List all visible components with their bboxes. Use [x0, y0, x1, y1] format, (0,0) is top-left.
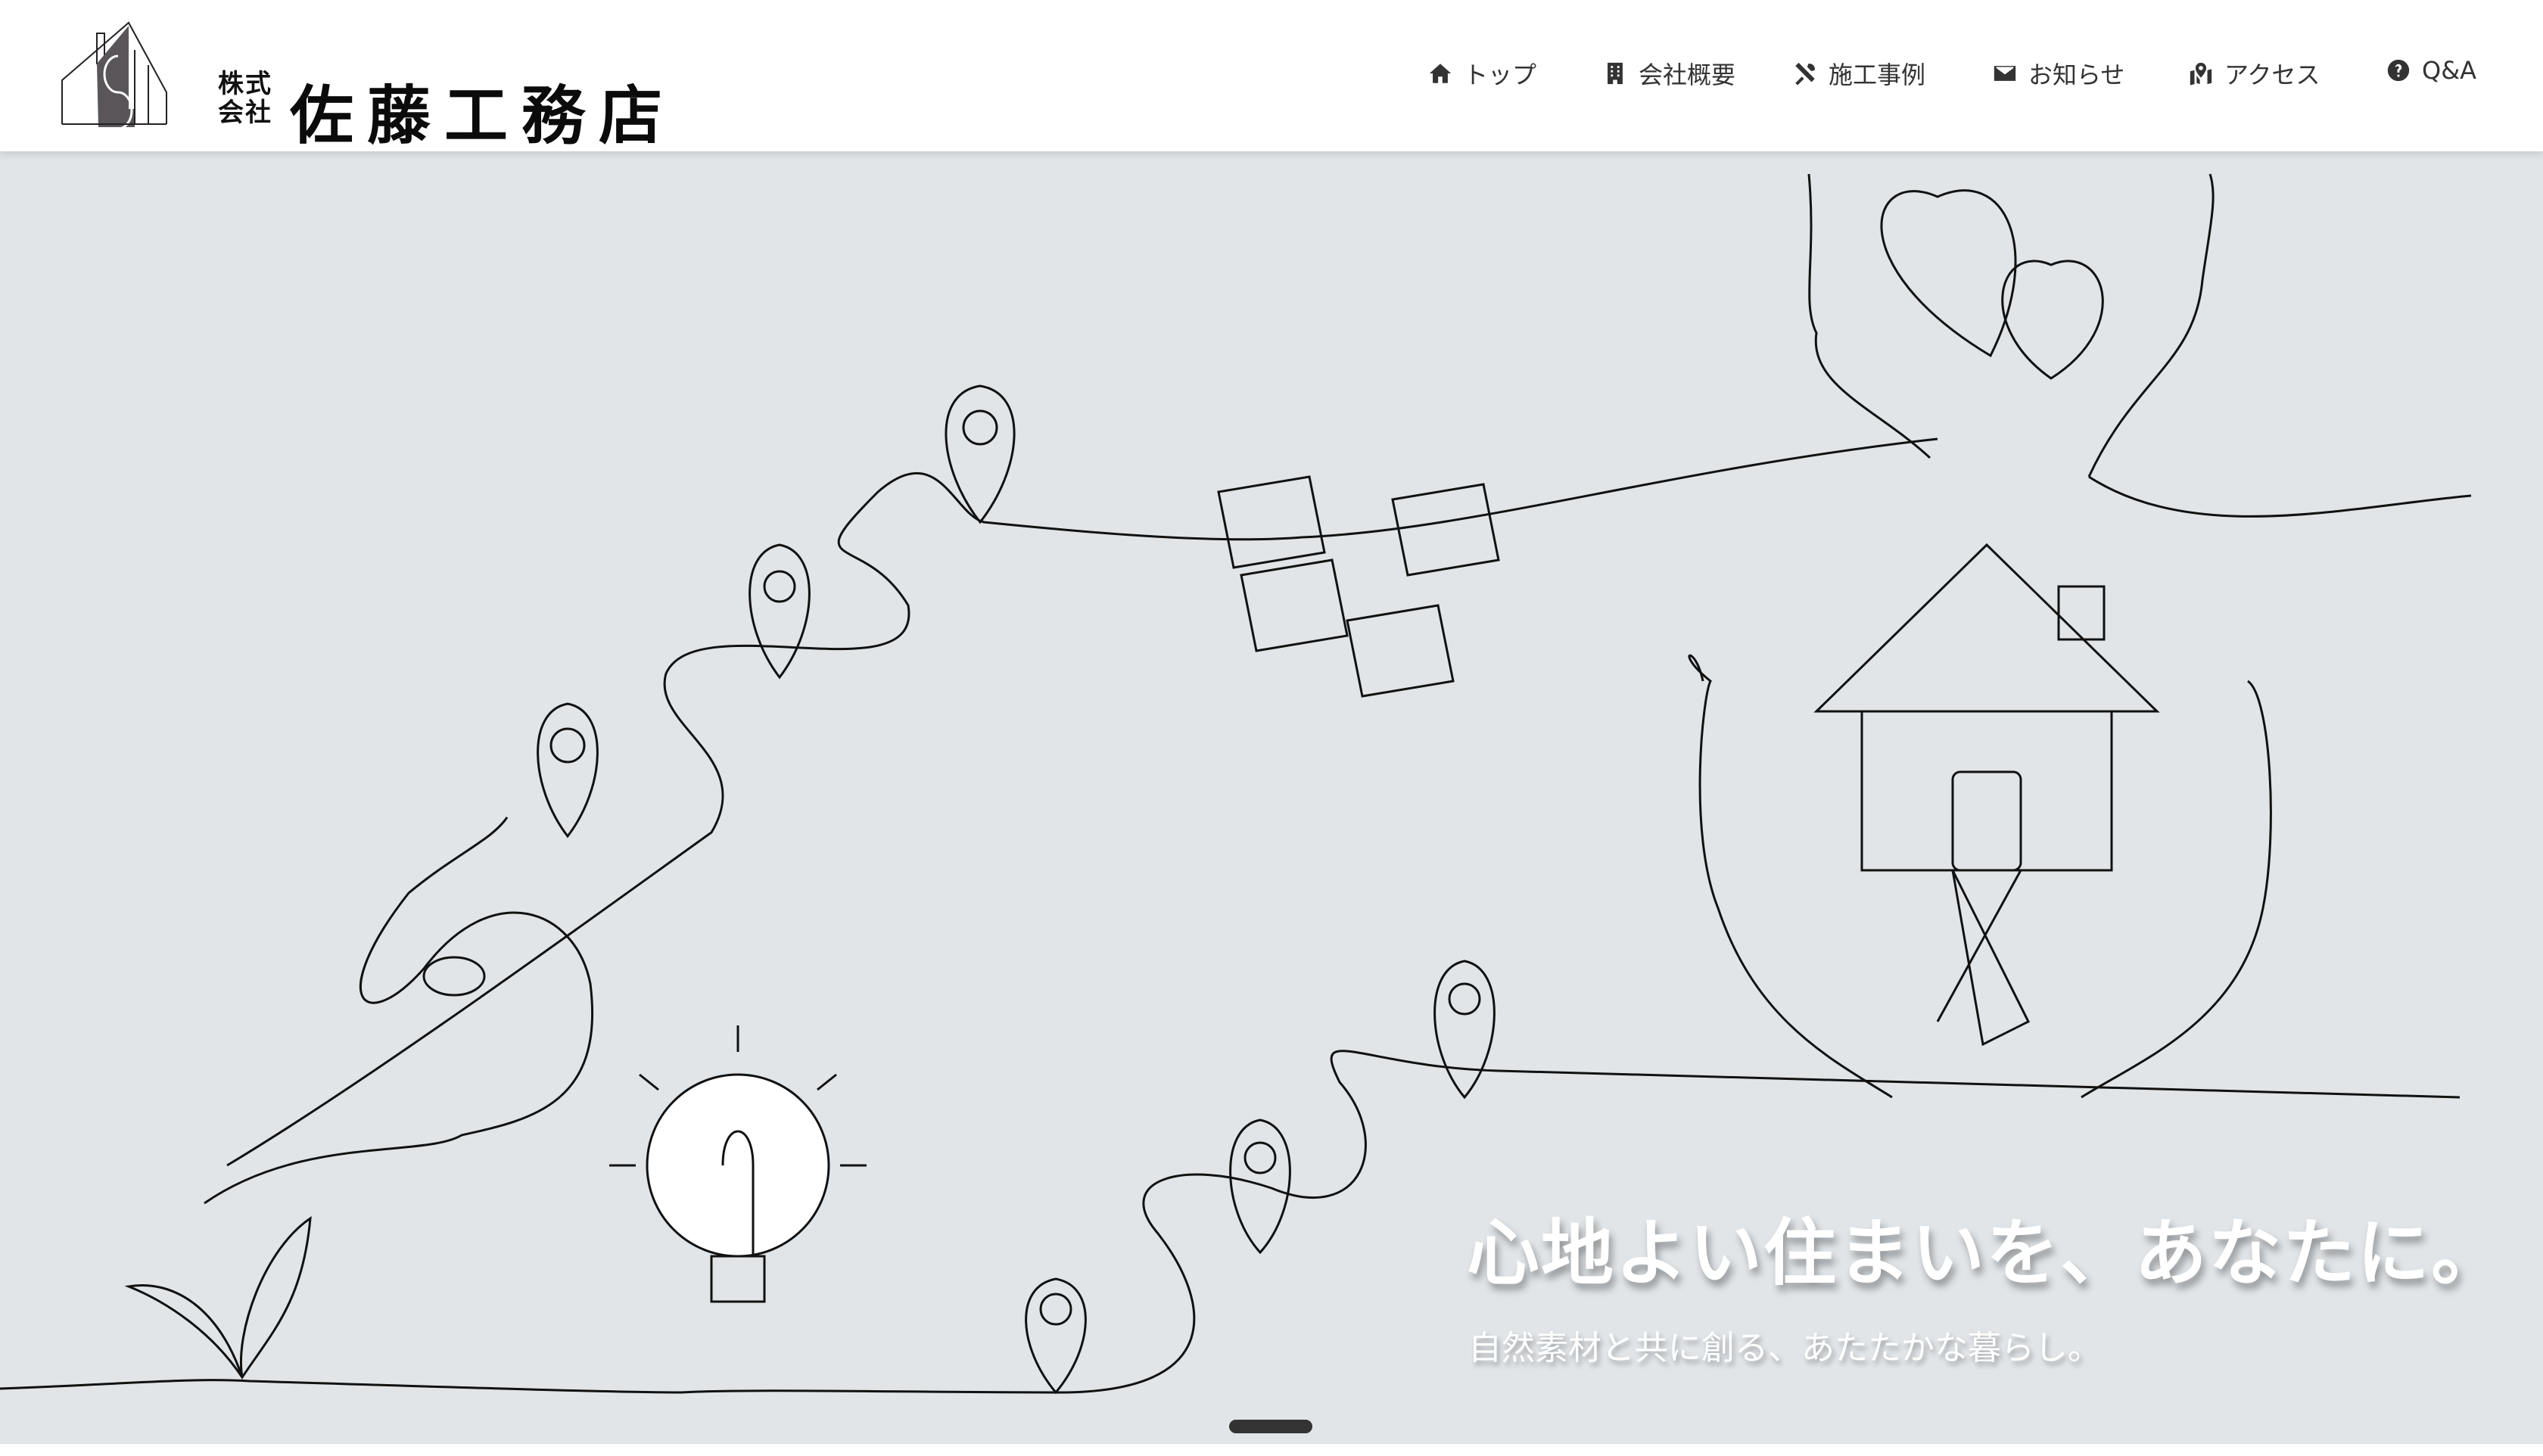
building-icon: [1608, 62, 1623, 85]
main-nav: トップ 会社概要 施工事例 お知らせ アクセス Q&A: [0, 56, 2543, 95]
location-pin-icon: [749, 543, 811, 680]
home-icon: [1429, 64, 1452, 83]
nav-item-works[interactable]: 施工事例: [1792, 56, 1925, 91]
location-pin-icon: [1433, 960, 1496, 1100]
envelope-icon: [1994, 66, 2016, 81]
site-header: 株式会社 佐藤工務店 トップ 会社概要 施工事例 お知らせ アクセス Q&A: [0, 0, 2543, 153]
company-type: 株式会社: [218, 69, 272, 128]
sprout-icon: [124, 1216, 312, 1380]
location-pin-icon: [537, 702, 599, 838]
nav-label: Q&A: [2422, 56, 2477, 85]
nav-item-qa[interactable]: Q&A: [2386, 56, 2476, 85]
nav-item-news[interactable]: お知らせ: [1992, 56, 2124, 91]
nav-label: 施工事例: [1829, 61, 1926, 89]
nav-label: 会社概要: [1639, 61, 1736, 89]
hands-house-icon: [1688, 543, 2272, 1099]
hero-headline: 心地よい住まいを、あなたに。: [1467, 1211, 2505, 1296]
nav-item-top[interactable]: トップ: [1427, 56, 1536, 91]
hero-subtitle: 自然素材と共に創る、あたたかな暮らし。: [1468, 1329, 2101, 1367]
location-pin-icon: [945, 384, 1016, 524]
logo-house-icon: [61, 21, 167, 130]
hands-hearts-icon: [1807, 173, 2472, 518]
lightbulb-icon: [609, 1025, 867, 1303]
nav-label: トップ: [1464, 61, 1537, 89]
journey-line: [0, 1050, 2461, 1394]
company-name: 佐藤工務店: [290, 78, 677, 153]
map-marker-icon: [2190, 62, 2212, 86]
location-pin-icon: [1229, 1118, 1291, 1255]
line-art-illustration: [0, 173, 2472, 1395]
nav-item-company[interactable]: 会社概要: [1602, 56, 1735, 91]
nav-label: お知らせ: [2028, 61, 2125, 89]
nav-item-access[interactable]: アクセス: [2188, 56, 2320, 91]
tools-icon: [1795, 62, 1815, 86]
hero-slider: 心地よい住まいを、あなたに。 自然素材と共に創る、あたたかな暮らし。: [0, 151, 2543, 1444]
nav-label: アクセス: [2224, 61, 2320, 89]
slide-indicator[interactable]: [1229, 1420, 1312, 1433]
logo[interactable]: 株式会社 佐藤工務店: [59, 20, 662, 153]
location-pin-icon: [1025, 1277, 1087, 1395]
question-circle-icon: [2387, 59, 2410, 82]
journey-line-upper: [226, 437, 1938, 1167]
watering-can-icon: [204, 817, 593, 1205]
puzzle-icon: [1217, 475, 1500, 698]
